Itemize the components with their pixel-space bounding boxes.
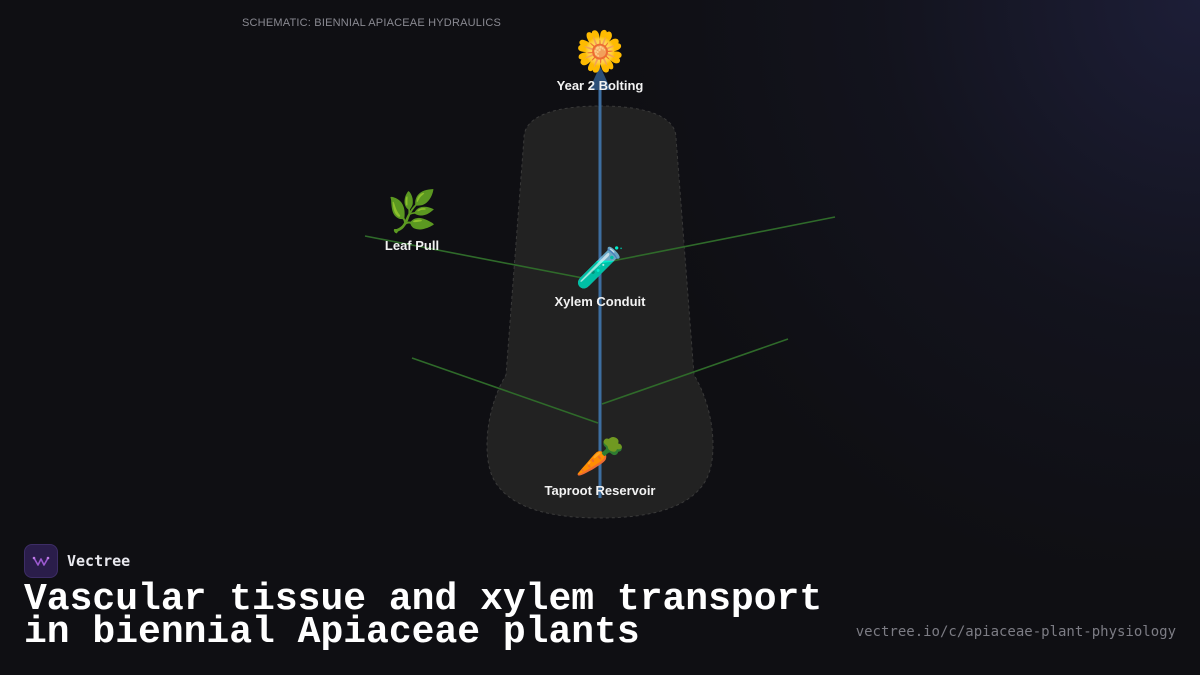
vectree-logo-icon [24,544,58,578]
source-url[interactable]: vectree.io/c/apiaceae-plant-physiology [855,624,1176,640]
node-label: Taproot Reservoir [544,483,656,498]
leaf-vein-lower-left [411,357,599,424]
brand-name: Vectree [67,552,131,570]
brand[interactable]: Vectree [24,544,130,578]
leaf-icon: 🌿 [387,190,437,234]
leaf-vein-lower-right [601,338,789,405]
node-label: Leaf Pull [384,238,440,253]
leaf-vein-upper-left [364,235,589,280]
leaf-vein-upper-right [611,216,836,262]
node-year-2-bolting: 🌼 Year 2 Bolting [500,28,700,93]
diagram-caption: SCHEMATIC: BIENNIAL APIACEAE HYDRAULICS [242,17,502,29]
xylem-arrowhead [589,66,611,90]
page-title: Vascular tissue and xylem transport in b… [24,578,823,654]
test-tube-icon: 🧪 [575,246,625,290]
node-leaf-pull: 🌿 Leaf Pull [312,188,512,253]
node-xylem-conduit: 🧪 Xylem Conduit [500,244,700,309]
node-taproot-reservoir: 🥕 Taproot Reservoir [500,433,700,498]
node-label: Xylem Conduit [554,294,646,309]
carrot-icon: 🥕 [575,435,625,479]
flower-icon: 🌼 [575,30,625,74]
node-label: Year 2 Bolting [556,78,644,93]
